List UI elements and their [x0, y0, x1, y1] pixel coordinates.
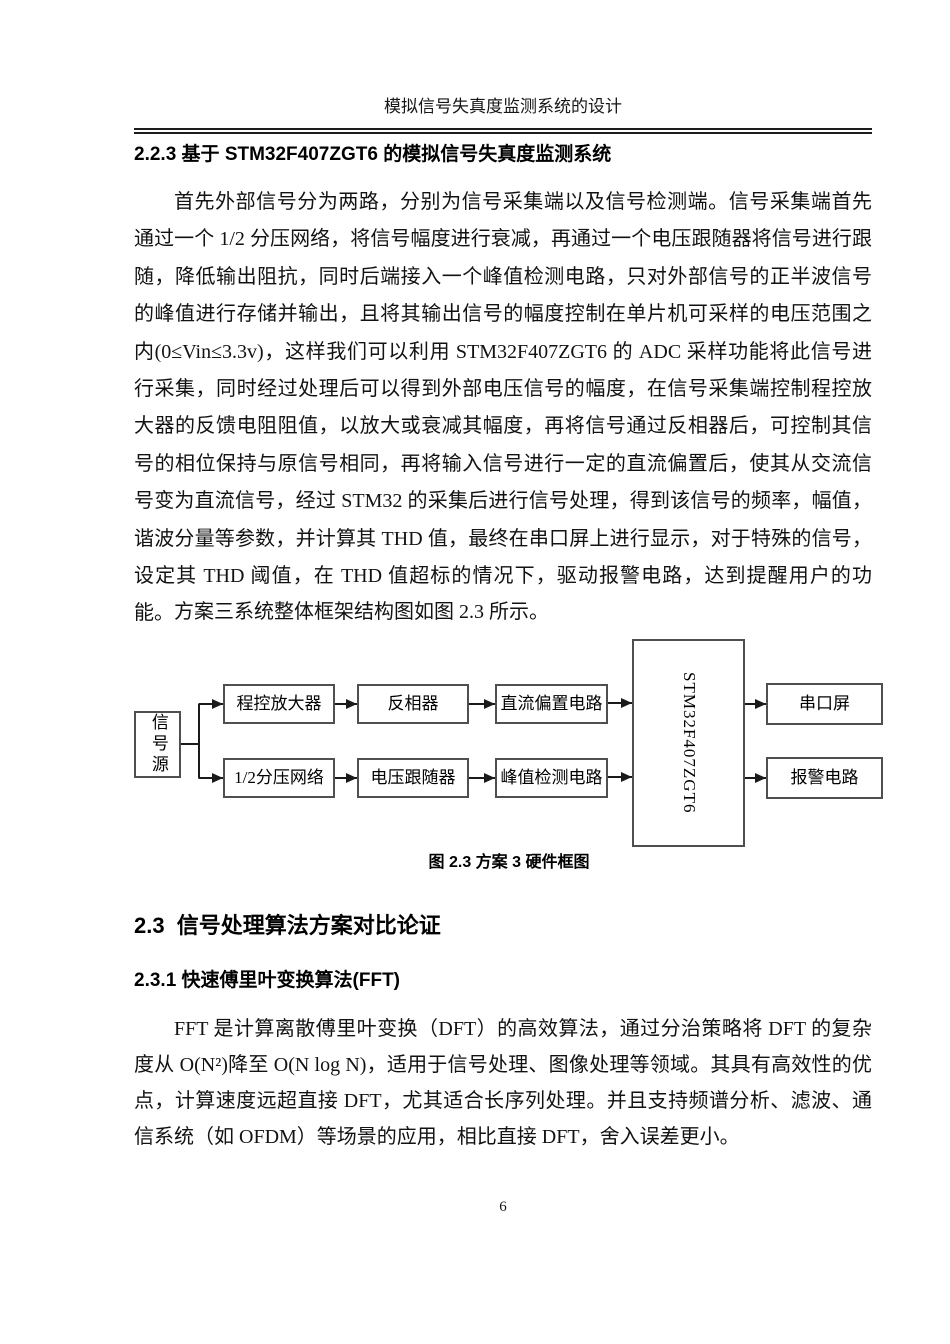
- diagram-connectors: [181, 698, 766, 783]
- block-serial-screen: 串口屏: [766, 683, 883, 725]
- block-signal-source: 信号源: [134, 711, 181, 778]
- figure-caption: 图 2.3 方案 3 硬件框图: [428, 854, 590, 871]
- block-peak-detect-circuit: 峰值检测电路: [495, 758, 608, 798]
- rule-line-top: [134, 128, 872, 130]
- paragraph-fft: FFT 是计算离散傅里叶变换（DFT）的高效算法，通过分治策略将 DFT 的复杂…: [134, 1018, 872, 1148]
- rule-line-bottom: [134, 132, 872, 134]
- block-alarm-circuit: 报警电路: [766, 757, 883, 799]
- block-dc-bias-circuit: 直流偏置电路: [495, 684, 608, 724]
- figure-2-3-block-diagram: 信号源 程控放大器 反相器 直流偏置电路 1/2分压网络 电压跟随器 峰值检测电…: [0, 630, 950, 860]
- paragraph-figure-reference: 方案三系统整体框架结构图如图 2.3 所示。: [174, 601, 549, 623]
- header-double-rule: [134, 128, 872, 134]
- page-header-title: 模拟信号失真度监测系统的设计: [384, 97, 622, 116]
- section-heading-2-2-3: 2.2.3 基于 STM32F407ZGT6 的模拟信号失真度监测系统: [134, 144, 612, 165]
- section-heading-2-3: 2.3 信号处理算法方案对比论证: [134, 913, 441, 938]
- block-voltage-divider: 1/2分压网络: [223, 758, 335, 798]
- paragraph-system-overview: 首先外部信号分为两路，分别为信号采集端以及信号检测端。信号采集端首先通过一个 1…: [134, 191, 872, 625]
- block-programmable-amplifier: 程控放大器: [223, 684, 335, 724]
- section-heading-2-3-1: 2.3.1 快速傅里叶变换算法(FFT): [134, 970, 401, 991]
- block-mcu-stm32f407zgt6: STM32F407ZGT6: [632, 639, 745, 847]
- block-inverter: 反相器: [357, 684, 469, 724]
- page-number: 6: [499, 1199, 507, 1215]
- block-voltage-follower: 电压跟随器: [357, 758, 469, 798]
